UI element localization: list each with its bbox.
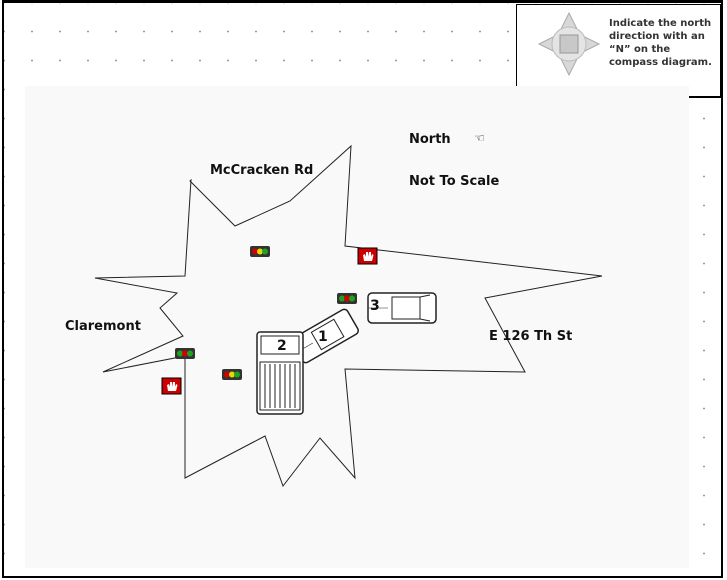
stop-hand-icon (357, 247, 378, 265)
accident-diagram: North ☜ Not To Scale McCracken Rd Clarem… (25, 86, 689, 568)
traffic-light-icon (337, 293, 357, 304)
vehicle-1 (291, 308, 359, 364)
north-label: North (409, 132, 451, 147)
hand-pointing-icon: ☜ (474, 131, 485, 145)
intersection-outline (94, 144, 603, 488)
vehicle-2-label: 2 (277, 338, 287, 354)
vehicle-3 (367, 292, 437, 324)
street-label-west: Claremont (65, 319, 141, 334)
street-label-north: McCracken Rd (210, 163, 314, 178)
street-label-east: E 126 Th St (489, 329, 573, 344)
scale-note: Not To Scale (409, 174, 500, 189)
traffic-light-icon (250, 246, 270, 257)
intersection-shape (94, 144, 603, 488)
compass-icon[interactable] (537, 11, 601, 77)
compass-instruction: Indicate the north direction with an “N”… (609, 18, 712, 68)
compass-legend: Indicate the north direction with an “N”… (516, 4, 722, 98)
traffic-light-icon (222, 369, 242, 380)
stop-hand-icon (161, 377, 182, 395)
vehicle-3-label: 3 (370, 298, 380, 314)
vehicle-1-label: 1 (318, 329, 328, 345)
vehicle-2 (256, 331, 304, 415)
traffic-light-icon (175, 348, 195, 359)
